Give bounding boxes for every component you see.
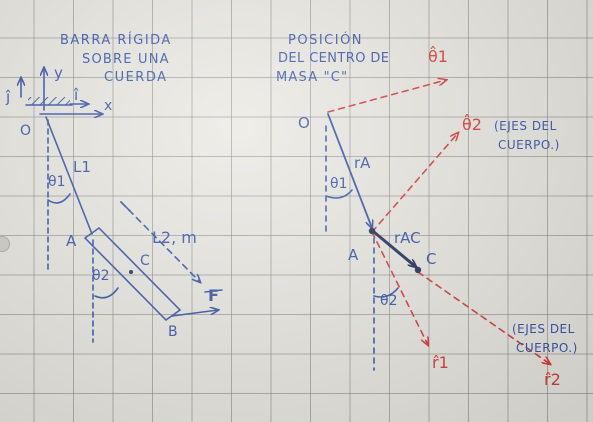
left-diagram [21, 68, 223, 343]
label-y: y [54, 64, 63, 82]
body-axes-note-2-line1: (EJES DEL [512, 322, 575, 336]
force-arrow [171, 310, 218, 317]
left-title-line2: SOBRE UNA [82, 52, 170, 67]
left-labels: BARRA RÍGIDA SOBRE UNA CUERDA y x ĵ î O … [5, 32, 219, 340]
theta1-arc [47, 193, 71, 204]
body-axes-note-1-line1: (EJES DEL [494, 119, 557, 133]
point-c-dot [414, 266, 422, 274]
label-a-right: A [348, 246, 359, 264]
label-l2-m: L2, m [152, 228, 197, 247]
label-r1-hat: r̂1 [432, 353, 449, 372]
dimension-arrow [120, 201, 200, 282]
right-labels: POSICIÓN DEL CENTRO DE MASA "C" O θ̂1 θ̂… [276, 32, 578, 389]
label-unit-j: ĵ [5, 88, 11, 106]
right-title-line2: DEL CENTRO DE [278, 51, 389, 66]
body-axes-note-2-line2: CUERPO.) [516, 341, 578, 355]
theta2-arc [94, 287, 119, 299]
label-o-left: O [20, 123, 31, 139]
vector-ra [327, 113, 372, 228]
theta1-hat-axis [327, 80, 446, 113]
point-a-dot [368, 227, 376, 235]
label-l1: L1 [73, 158, 91, 176]
label-a-left: A [66, 232, 77, 250]
label-theta1-left: θ1 [48, 174, 65, 190]
label-theta1-right: θ1 [330, 176, 347, 192]
label-x: x [104, 98, 112, 114]
center-of-mass-dot [129, 270, 133, 274]
label-theta1-hat: θ̂1 [428, 46, 448, 66]
body-axes-note-1-line2: CUERPO.) [498, 138, 560, 152]
label-theta2-left: θ2 [92, 268, 109, 284]
label-c-right: C [426, 250, 436, 268]
vector-rac [372, 230, 416, 267]
label-force: F [208, 286, 219, 305]
label-c-left: C [140, 253, 150, 269]
left-title-line3: CUERDA [104, 70, 168, 85]
left-title-line1: BARRA RÍGIDA [60, 32, 172, 48]
label-o-right: O [298, 114, 310, 132]
r1-hat-axis [371, 231, 428, 345]
string-l1 [45, 116, 93, 235]
label-rac: rAC [394, 229, 421, 247]
theta2-arc-right [373, 287, 399, 298]
label-theta2-right: θ2 [380, 293, 397, 309]
fixed-support [28, 97, 70, 105]
right-title-line3: MASA "C" [276, 70, 348, 85]
label-b: B [168, 324, 178, 340]
right-title-line1: POSICIÓN [288, 32, 363, 48]
theta2-hat-axis [371, 133, 458, 233]
label-r2-hat: r̂2 [544, 370, 561, 389]
force-symbol-arrow [204, 289, 223, 293]
right-diagram [325, 80, 550, 371]
theta1-arc-right [325, 189, 353, 199]
rigid-bar [83, 226, 182, 322]
label-theta2-hat: θ̂2 [462, 114, 482, 134]
r2-hat-axis [417, 271, 550, 364]
label-unit-i: î [73, 86, 79, 104]
label-ra: rA [354, 154, 371, 172]
